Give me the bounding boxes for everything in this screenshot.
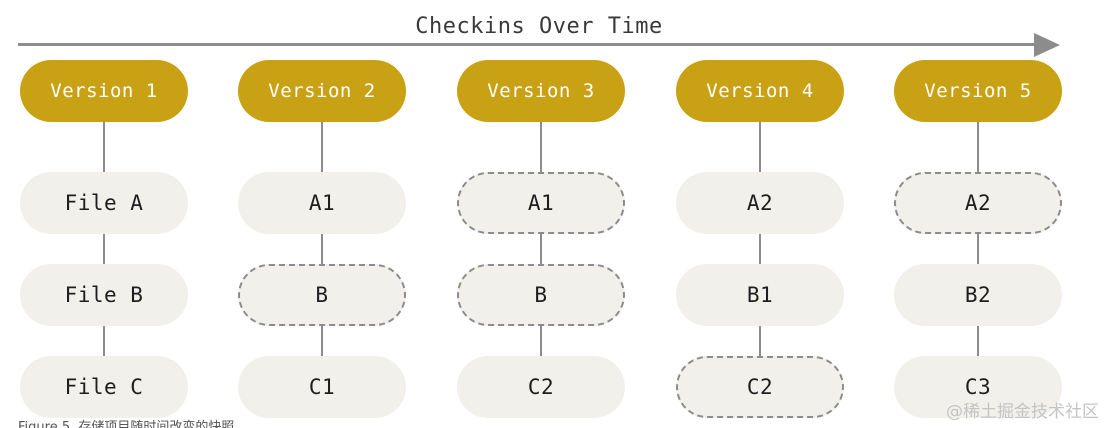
connector-line — [103, 122, 105, 362]
file-node: C3 — [894, 356, 1062, 418]
connector-line — [759, 122, 761, 362]
file-node-unchanged: A2 — [894, 172, 1062, 234]
arrow-head-icon — [1034, 33, 1060, 57]
timeline-arrow-line — [18, 43, 1038, 46]
file-node: C2 — [457, 356, 625, 418]
connector-line — [540, 122, 542, 362]
version-node: Version 3 — [457, 60, 625, 122]
connector-line — [321, 122, 323, 362]
file-node: A1 — [238, 172, 406, 234]
file-node-unchanged: A1 — [457, 172, 625, 234]
connector-line — [977, 122, 979, 362]
file-node: File A — [20, 172, 188, 234]
file-node: C1 — [238, 356, 406, 418]
version-column-1: Version 1 File A File B File C — [20, 60, 188, 420]
figure-caption: Figure 5. 存储项目随时间改变的快照 — [18, 420, 235, 428]
file-node: B1 — [676, 264, 844, 326]
file-node: File C — [20, 356, 188, 418]
version-node: Version 4 — [676, 60, 844, 122]
watermark: @稀土掘金技术社区 — [946, 402, 1099, 422]
file-node-unchanged: C2 — [676, 356, 844, 418]
file-node: File B — [20, 264, 188, 326]
file-node-unchanged: B — [457, 264, 625, 326]
version-node: Version 5 — [894, 60, 1062, 122]
file-node: B2 — [894, 264, 1062, 326]
file-node: A2 — [676, 172, 844, 234]
file-node-unchanged: B — [238, 264, 406, 326]
timeline-title: Checkins Over Time — [415, 14, 663, 39]
version-node: Version 2 — [238, 60, 406, 122]
version-node: Version 1 — [20, 60, 188, 122]
